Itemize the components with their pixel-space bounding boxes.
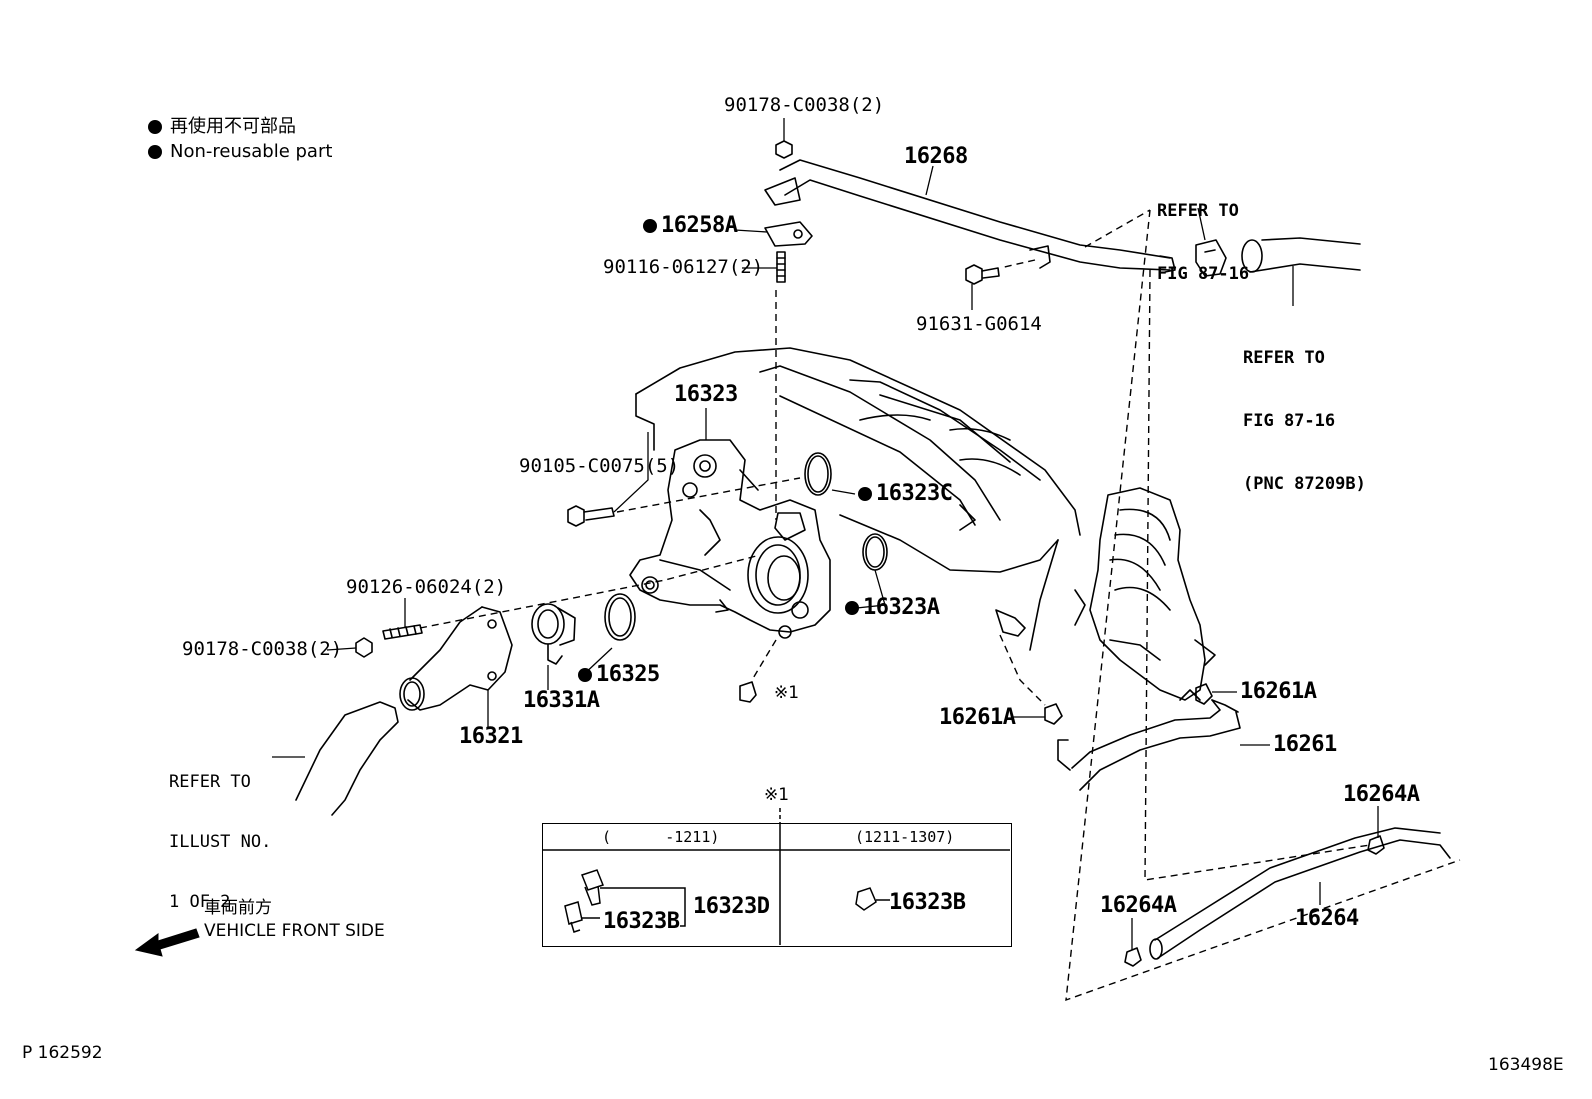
thermostat-16331A bbox=[531, 603, 576, 665]
bolt-91631 bbox=[965, 264, 1000, 285]
direction-jp: 車両前方 bbox=[204, 898, 272, 918]
part-label-90105: 90105-C0075(5) bbox=[519, 455, 680, 477]
note-1-marker: ※1 bbox=[774, 683, 800, 703]
non-reusable-dot-icon bbox=[858, 487, 872, 501]
nut-90178-top bbox=[775, 140, 793, 159]
throttle-body bbox=[1074, 487, 1216, 701]
part-label-16323: 16323 bbox=[674, 382, 738, 407]
non-reusable-dot-icon bbox=[643, 219, 657, 233]
legend-jp: 再使用不可部品 bbox=[148, 114, 332, 139]
inset-part-16323B-left: 16323B bbox=[603, 909, 680, 934]
part-label-16264A-right: 16264A bbox=[1343, 782, 1420, 807]
inset-part-16323B-right: 16323B bbox=[889, 890, 966, 915]
part-label-16268: 16268 bbox=[904, 144, 968, 169]
part-label-90178-left: 90178-C0038(2) bbox=[182, 638, 343, 660]
hose-16264 bbox=[1149, 827, 1451, 960]
non-reusable-dot-icon bbox=[148, 145, 162, 159]
footer-right-code: 163498E bbox=[1488, 1055, 1564, 1075]
part-label-16331A: 16331A bbox=[523, 688, 600, 713]
hose-clamp-87-16 bbox=[1195, 239, 1227, 277]
non-reusable-dot-icon bbox=[148, 120, 162, 134]
stud-90116 bbox=[776, 251, 786, 283]
drain-plug bbox=[739, 681, 757, 703]
front-arrow bbox=[134, 928, 200, 957]
inset-col1-header: ( -1211) bbox=[602, 828, 720, 846]
part-label-16261A-left: 16261A bbox=[939, 705, 1016, 730]
o-ring-16323C bbox=[804, 452, 832, 496]
part-label-16321: 16321 bbox=[459, 724, 523, 749]
nut-90178-left bbox=[355, 637, 373, 658]
inset-col2-header: (1211-1307) bbox=[855, 828, 955, 846]
gasket-16325 bbox=[604, 593, 636, 641]
water-inlet-housing-16323 bbox=[629, 439, 831, 639]
ref-illust-1-of-2: REFER TO ILLUST NO. 1 OF 2 bbox=[169, 772, 272, 912]
legend-en: Non-reusable part bbox=[148, 139, 332, 164]
part-label-90116: 90116-06127(2) bbox=[603, 256, 764, 278]
part-label-16264: 16264 bbox=[1295, 906, 1359, 931]
part-label-90126: 90126-06024(2) bbox=[346, 576, 507, 598]
stud-90126 bbox=[382, 624, 423, 640]
bolt-90105 bbox=[567, 505, 615, 527]
gasket-16258A bbox=[764, 221, 813, 247]
clamp-16264A-left bbox=[1124, 947, 1142, 967]
part-label-91631: 91631-G0614 bbox=[916, 313, 1042, 335]
part-label-16258A: 16258A bbox=[643, 215, 738, 237]
part-label-90178-top: 90178-C0038(2) bbox=[724, 94, 885, 116]
part-label-16323C: 16323C bbox=[858, 483, 953, 505]
part-label-16261: 16261 bbox=[1273, 732, 1337, 757]
footer-left-code: P 162592 bbox=[22, 1043, 103, 1063]
ref-fig-87-16-top: REFER TO FIG 87-16 bbox=[1157, 201, 1250, 284]
part-label-16325: 16325 bbox=[578, 664, 660, 686]
part-label-16323A: 16323A bbox=[845, 597, 940, 619]
clamp-16261A-left bbox=[1044, 703, 1063, 725]
water-inlet-16321 bbox=[399, 606, 513, 711]
hose-16261 bbox=[1057, 699, 1241, 791]
non-reusable-dot-icon bbox=[845, 601, 859, 615]
non-reusable-dot-icon bbox=[578, 668, 592, 682]
part-label-16261A-right: 16261A bbox=[1240, 679, 1317, 704]
inset-part-16323D: 16323D bbox=[693, 894, 770, 919]
direction-en: VEHICLE FRONT SIDE bbox=[204, 921, 385, 941]
hose-bracket bbox=[995, 609, 1026, 637]
heater-hose-87209B bbox=[1249, 237, 1361, 273]
inset-title: ※1 bbox=[764, 785, 790, 805]
legend: 再使用不可部品 Non-reusable part bbox=[148, 114, 332, 164]
radiator-hose bbox=[295, 701, 399, 816]
inset-table bbox=[542, 823, 1012, 947]
ref-fig-87-16-bottom: REFER TO FIG 87-16 (PNC 87209B) bbox=[1243, 348, 1366, 494]
part-label-16264A-left: 16264A bbox=[1100, 893, 1177, 918]
clamp-16261A-right bbox=[1195, 683, 1213, 705]
water-pipe-16268 bbox=[764, 159, 1176, 273]
